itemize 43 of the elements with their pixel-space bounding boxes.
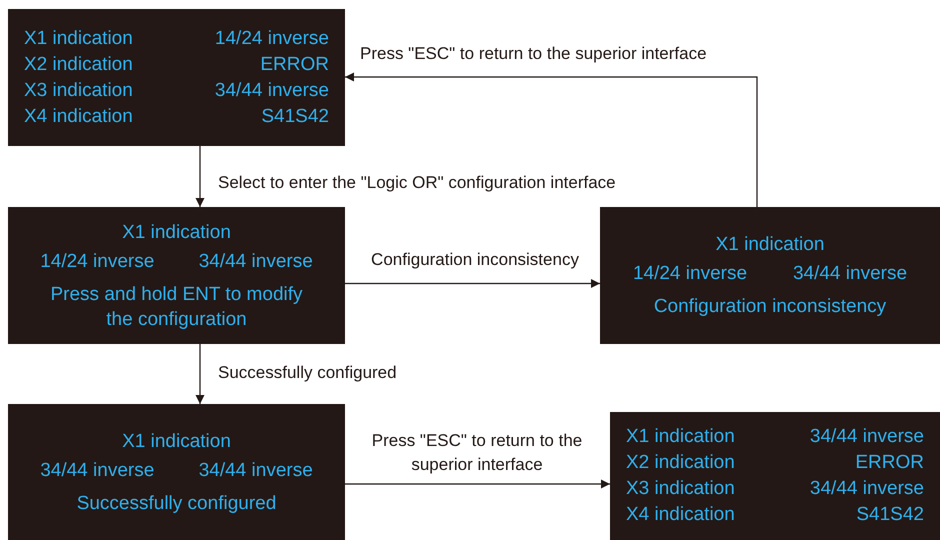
screen-text: ERROR [259, 54, 329, 76]
screen-text: X1 indication [121, 220, 232, 244]
arrow [345, 480, 610, 488]
screen-text: 34/44 inverse [808, 478, 924, 500]
edge-label: Select to enter the "Logic OR" configuration interface [218, 172, 617, 194]
screen-text: 14/24 inverse [40, 250, 154, 274]
screen-text: X2 indication [626, 452, 736, 474]
screen-text: X3 indication [626, 478, 736, 500]
arrow [196, 344, 204, 404]
display-screen [8, 9, 345, 146]
screen-text: 34/44 inverse [198, 458, 313, 482]
display-screen [600, 207, 940, 344]
edge-label: Press "ESC" to return to the superior interface [370, 430, 584, 476]
arrow [345, 72, 758, 207]
screen-text: Successfully configured [76, 492, 278, 516]
screen-text: 34/44 inverse [214, 80, 329, 102]
arrow [196, 146, 204, 207]
screen-text: X3 indication [24, 80, 134, 102]
screen-text: X1 indication [24, 28, 134, 50]
display-screen [8, 404, 345, 540]
screen-text: 14/24 inverse [214, 28, 329, 50]
screen-text: Press and hold ENT to modify the configuration [49, 282, 304, 332]
screen-text: ERROR [854, 452, 924, 474]
screen-text: X4 indication [626, 504, 736, 526]
screen-text: X1 indication [121, 430, 232, 454]
screen-text: 34/44 inverse [808, 426, 924, 448]
screen-text: Configuration inconsistency [652, 295, 888, 319]
screen-text: S41S42 [260, 106, 329, 128]
screen-text: 34/44 inverse [40, 458, 154, 482]
screen-text: 34/44 inverse [792, 262, 908, 286]
edge-label: Configuration inconsistency [370, 249, 580, 271]
edge-label: Press "ESC" to return to the superior interface [360, 43, 708, 65]
display-screen [8, 207, 345, 344]
screen-text: 14/24 inverse [632, 262, 748, 286]
display-screen [610, 412, 940, 540]
screen-text: X1 indication [714, 233, 826, 257]
screen-text: X4 indication [24, 106, 134, 128]
screen-text: X1 indication [626, 426, 736, 448]
screen-text: S41S42 [855, 504, 924, 526]
edge-label: Successfully configured [218, 362, 398, 384]
screen-text: 34/44 inverse [198, 250, 313, 274]
screen-text: X2 indication [24, 54, 134, 76]
arrow [345, 279, 600, 288]
